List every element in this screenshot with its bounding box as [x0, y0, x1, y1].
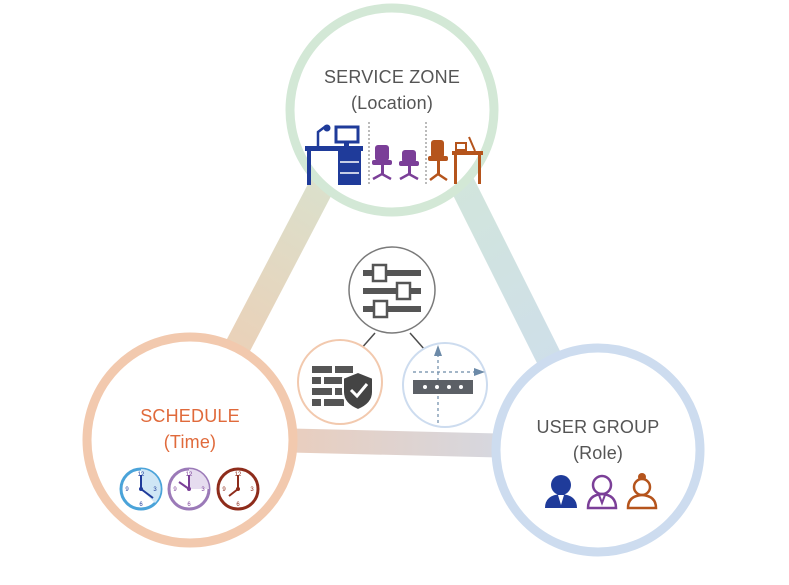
- firewall-node: [297, 339, 383, 425]
- settings-node: [348, 246, 436, 334]
- clock-blue-icon: [119, 467, 163, 511]
- user-purple-icon: [586, 474, 618, 510]
- clock-num-6: 6: [139, 502, 143, 508]
- user-group-label: USER GROUP (Role): [498, 414, 698, 466]
- routing-node: [402, 342, 488, 428]
- clock-num-12: 12: [138, 472, 145, 478]
- switch-routing-icon: [413, 345, 485, 425]
- service-zone-subtitle: (Location): [350, 93, 434, 113]
- clock-num-9: 9: [173, 487, 177, 493]
- sliders-icon: [363, 263, 421, 319]
- user-blue-icon: [545, 475, 577, 508]
- firewall-shield-icon: [312, 366, 374, 412]
- office-desk-icon: [305, 124, 363, 185]
- schedule-label: SCHEDULE (Time): [90, 403, 290, 455]
- service-zone-title: SERVICE ZONE: [323, 67, 461, 87]
- schedule-title: SCHEDULE: [140, 406, 240, 426]
- clock-num-12: 12: [186, 472, 193, 478]
- clock-num-3: 3: [250, 487, 254, 493]
- clock-num-12: 12: [235, 472, 242, 478]
- clock-num-9: 9: [125, 487, 129, 493]
- schedule-subtitle: (Time): [163, 432, 217, 452]
- clock-num-6: 6: [187, 502, 191, 508]
- clock-num-3: 3: [153, 487, 157, 493]
- office-chairs-icon: [372, 145, 419, 181]
- clock-num-3: 3: [201, 487, 205, 493]
- workstation-icon: [428, 136, 483, 184]
- service-zone-label: SERVICE ZONE (Location): [292, 64, 492, 116]
- center-links: [359, 332, 426, 351]
- user-orange-icon: [626, 473, 658, 510]
- clock-num-6: 6: [236, 502, 240, 508]
- clock-num-9: 9: [222, 487, 226, 493]
- user-group-title: USER GROUP: [536, 417, 660, 437]
- connector-schedule-group: [269, 428, 521, 458]
- user-group-subtitle: (Role): [572, 443, 624, 463]
- clock-red-icon: [216, 467, 260, 511]
- clock-purple-icon: [167, 467, 211, 511]
